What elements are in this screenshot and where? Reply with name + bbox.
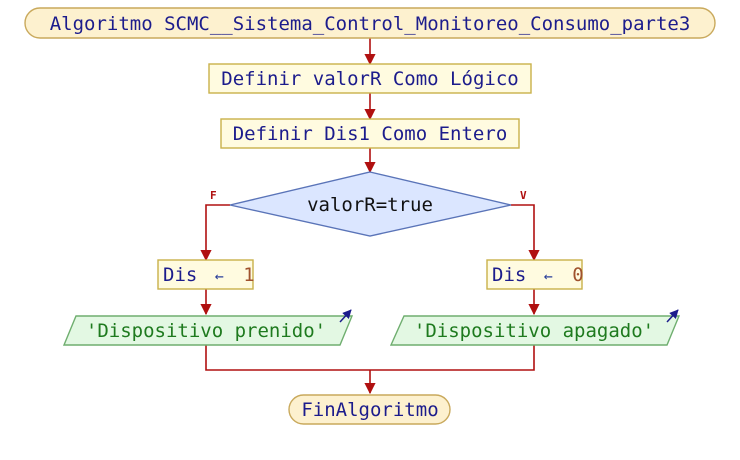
end-label: FinAlgoritmo: [301, 399, 438, 421]
end-shape: [288, 394, 451, 425]
output-false-label: 'Dispositivo prenido': [86, 320, 326, 342]
define-valorR-label: Definir valorR Como Lógico: [221, 68, 518, 90]
svg-text:Dis ← 1: Dis ← 1: [163, 264, 255, 286]
define-valorR-node: Definir valorR Como Lógico: [208, 63, 532, 94]
assign-false-node: Dis ← 1: [157, 259, 255, 290]
assign-false-op: ←: [215, 267, 224, 285]
assign-false-shape: [157, 259, 254, 290]
output-true-label: 'Dispositivo apagado': [414, 320, 654, 342]
assign-true-node: Dis ← 0: [486, 259, 584, 290]
output-false-node: 'Dispositivo prenido': [62, 309, 354, 346]
define-dis1-label: Definir Dis1 Como Entero: [233, 123, 508, 145]
decision-label: valorR=true: [307, 194, 433, 216]
edge-decision-true: [511, 204, 540, 262]
assign-false-value: 1: [243, 264, 254, 286]
output-true-icon: [666, 309, 679, 323]
svg-text:Dis ← 0: Dis ← 0: [492, 264, 584, 286]
output-false-shape: [62, 315, 354, 346]
start-node: Algoritmo SCMC__Sistema_Control_Monitore…: [24, 7, 716, 39]
assign-true-var: Dis: [492, 264, 526, 286]
assign-false-var: Dis: [163, 264, 197, 286]
output-true-node: 'Dispositivo apagado': [389, 309, 681, 346]
start-label: Algoritmo SCMC__Sistema_Control_Monitore…: [50, 13, 691, 35]
assign-true-value: 0: [572, 264, 583, 286]
assign-true-shape: [486, 259, 583, 290]
define-dis1-shape: [220, 118, 520, 149]
end-node: FinAlgoritmo: [288, 394, 451, 425]
output-true-shape: [389, 315, 681, 346]
edge-output-false-merge: [205, 345, 370, 371]
edge-output-true-merge: [370, 345, 535, 371]
start-shape: [24, 7, 716, 39]
decision-node: valorR=true F V: [210, 171, 527, 237]
define-valorR-shape: [208, 63, 532, 94]
edge-decision-false: [200, 204, 230, 262]
edges: [200, 38, 540, 395]
decision-true-flag: V: [520, 189, 527, 202]
define-dis1-node: Definir Dis1 Como Entero: [220, 118, 520, 149]
decision-shape: [229, 171, 512, 237]
assign-true-op: ←: [544, 267, 553, 285]
output-false-icon: [339, 309, 352, 323]
decision-false-flag: F: [210, 189, 217, 202]
